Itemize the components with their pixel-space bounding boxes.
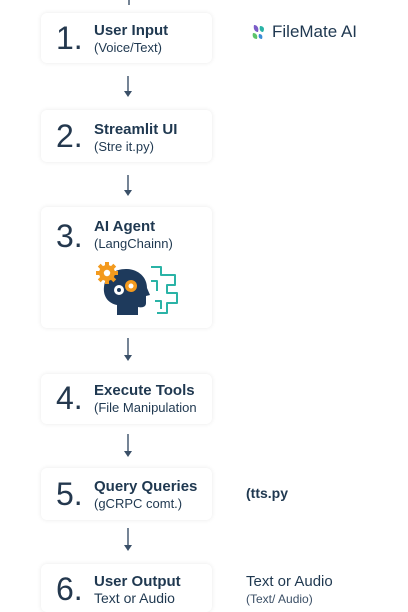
step-title: User Output xyxy=(94,573,181,590)
top-connector xyxy=(128,0,130,5)
step-title: AI Agent xyxy=(94,218,156,235)
step-6-card: 6. User Output Text or Audio xyxy=(41,564,212,612)
step-6-side-title: Text or Audio xyxy=(246,573,333,590)
brand: FileMate AI xyxy=(250,22,357,42)
step-5-card: 5. Query Queries (gCRPC comt.) xyxy=(41,468,212,520)
step-subtitle: (Stre it.py) xyxy=(94,139,154,154)
leaf-logo-icon xyxy=(252,25,264,39)
step-title: Execute Tools xyxy=(94,382,195,399)
step-title: User Input xyxy=(94,22,169,39)
step-number: 1. xyxy=(56,20,83,56)
step-3-card: 3. AI Agent (LangChainn) xyxy=(41,207,212,328)
flow-arrow xyxy=(124,434,132,457)
flow-arrow xyxy=(124,528,132,551)
ai-brain-gears-icon xyxy=(96,262,178,315)
step-number: 4. xyxy=(56,380,83,416)
step-number: 6. xyxy=(56,571,83,607)
step-5-side-note: (tts.py xyxy=(246,485,288,501)
flow-arrow xyxy=(124,175,132,196)
step-4-card: 4. Execute Tools (File Manipulation xyxy=(41,374,212,424)
step-subtitle: (LangChainn) xyxy=(94,236,173,251)
step-title: Streamlit UI xyxy=(94,121,178,138)
step-number: 5. xyxy=(56,476,83,512)
step-subtitle: (File Manipulation xyxy=(94,400,197,415)
step-1-card: 1. User Input (Voice/Text) xyxy=(41,13,212,63)
step-subtitle: (Voice/Text) xyxy=(94,40,162,55)
step-title: Query Queries xyxy=(94,478,198,495)
step-subtitle: Text or Audio xyxy=(94,590,175,606)
step-number: 2. xyxy=(56,118,83,154)
step-2-card: 2. Streamlit UI (Stre it.py) xyxy=(41,110,212,162)
step-subtitle: (gCRPC comt.) xyxy=(94,496,183,511)
brand-name: FileMate AI xyxy=(272,22,358,41)
step-number: 3. xyxy=(56,218,83,254)
flow-arrow xyxy=(124,76,132,97)
step-6-side-sub: (Text/ Audio) xyxy=(246,592,313,606)
flow-arrow xyxy=(124,338,132,361)
